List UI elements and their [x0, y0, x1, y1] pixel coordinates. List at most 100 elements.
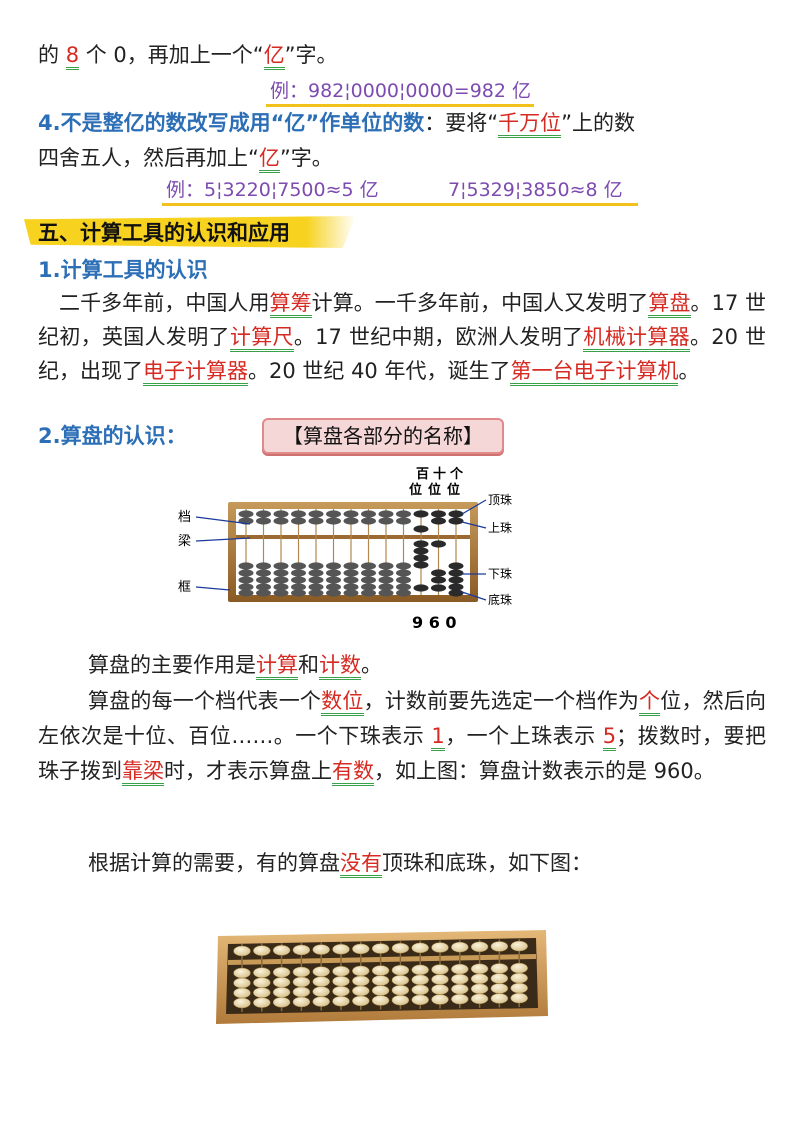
- abacus-bead: [448, 589, 464, 597]
- wood-bead: [451, 963, 469, 975]
- wood-bead: [233, 967, 251, 979]
- abacus-bead: [396, 569, 411, 577]
- abacus-bead: [448, 510, 464, 518]
- intro-line: 的 8 个 0，再加上一个“亿”字。: [38, 40, 338, 70]
- abacus-bead: [378, 569, 394, 577]
- abacus-bead: [256, 589, 271, 597]
- abacus-bead: [343, 517, 359, 525]
- abacus-bead: [361, 562, 376, 570]
- wood-bead: [510, 992, 528, 1004]
- abacus-bead: [396, 589, 411, 597]
- abacus-bead: [413, 584, 429, 592]
- wood-bead: [253, 997, 271, 1008]
- label-pos: 位: [409, 482, 422, 498]
- highlight-word: 个: [639, 689, 661, 716]
- label-hundreds: 百: [416, 467, 429, 482]
- abacus-bead: [273, 517, 289, 525]
- label-top-bead: 顶珠: [488, 493, 512, 507]
- wood-bead: [312, 966, 330, 977]
- wood-bead: [253, 987, 271, 998]
- text: 时，才表示算盘上: [164, 759, 332, 783]
- wood-bead: [411, 984, 429, 996]
- wood-bead: [451, 941, 469, 953]
- wood-bead: [272, 997, 291, 1008]
- label-upper-bead: 上珠: [488, 521, 512, 535]
- highlight-word: 亿: [258, 146, 280, 173]
- text: ，如上图：算盘计数表示的是 960。: [374, 759, 715, 783]
- wood-bead: [312, 996, 330, 1007]
- abacus-bead: [396, 562, 411, 570]
- text: 。20 世纪，出现了: [38, 325, 767, 383]
- wood-bead: [332, 986, 350, 997]
- abacus-bead: [326, 517, 341, 525]
- wood-bead: [411, 994, 429, 1006]
- wood-bead: [352, 965, 370, 977]
- abacus-bead: [413, 540, 429, 548]
- abacus-bead: [431, 584, 446, 592]
- abacus-bead: [431, 569, 446, 577]
- wood-bead: [371, 965, 390, 976]
- text: ：要将“: [424, 111, 499, 135]
- wood-bead: [431, 942, 449, 953]
- text: 计算。一千多年前，中国人又发明了: [311, 291, 649, 315]
- abacus-bead: [396, 510, 411, 518]
- arrow: [461, 521, 487, 529]
- wooden-abacus-photo: [216, 930, 548, 1024]
- highlight-word: 有数: [332, 759, 374, 786]
- abacus-bead: [291, 510, 306, 518]
- text: 个 0，再加上一个“: [85, 43, 264, 67]
- wood-bead: [332, 976, 350, 987]
- abacus-bead: [343, 569, 359, 577]
- wood-bead: [411, 964, 429, 976]
- wood-bead: [352, 975, 370, 987]
- arrow: [195, 586, 231, 591]
- wood-bead: [253, 945, 271, 956]
- abacus-bead: [273, 576, 289, 584]
- abacus-bead: [308, 569, 324, 577]
- wood-bead: [470, 941, 489, 953]
- abacus-bead: [273, 569, 289, 577]
- text: ，计数前要先选定一个档作为: [363, 689, 640, 713]
- text: 顶珠和底珠，如下图：: [382, 851, 592, 875]
- label-pos: 位: [428, 482, 441, 498]
- arrow: [461, 591, 487, 601]
- example-underline: [162, 203, 638, 206]
- abacus-bead: [361, 569, 376, 577]
- abacus-number: 9 6 0: [412, 613, 457, 632]
- abacus-bead: [326, 510, 341, 518]
- abacus-bead: [361, 517, 376, 525]
- abacus-bead: [448, 517, 464, 525]
- abacus-bead: [413, 561, 429, 569]
- wood-bead: [490, 973, 509, 984]
- abacus-bead: [273, 510, 289, 518]
- wood-bead: [272, 987, 291, 998]
- wood-bead: [292, 996, 311, 1008]
- abacus-bead: [361, 583, 376, 591]
- highlight-word: 计算尺: [229, 325, 294, 352]
- abacus-bead: [431, 510, 446, 518]
- arrow: [195, 537, 251, 542]
- arrow: [461, 499, 487, 515]
- wood-bead: [233, 997, 251, 1009]
- wood-bead: [352, 943, 370, 955]
- abacus-bead: [343, 576, 359, 584]
- wood-bead: [451, 973, 469, 985]
- text: 的: [38, 43, 59, 67]
- wood-bead: [371, 975, 390, 986]
- wood-bead: [510, 972, 528, 984]
- wood-bead: [391, 942, 410, 954]
- abacus-bead: [256, 583, 271, 591]
- highlight-word: 计算: [256, 653, 298, 680]
- wood-bead: [431, 974, 449, 985]
- abacus-bead: [431, 540, 446, 548]
- text: ，一个上珠表示: [444, 724, 603, 748]
- highlight-word: 1: [431, 724, 445, 751]
- wood-bead: [451, 993, 469, 1005]
- wood-bead: [332, 996, 350, 1007]
- subsection-title: 1.计算工具的认识: [38, 258, 208, 282]
- highlight-word: 5: [602, 724, 617, 751]
- wood-bead: [431, 964, 449, 975]
- wood-bead: [451, 983, 469, 995]
- abacus-bead: [448, 583, 464, 591]
- highlight-word: 算盘: [648, 291, 691, 318]
